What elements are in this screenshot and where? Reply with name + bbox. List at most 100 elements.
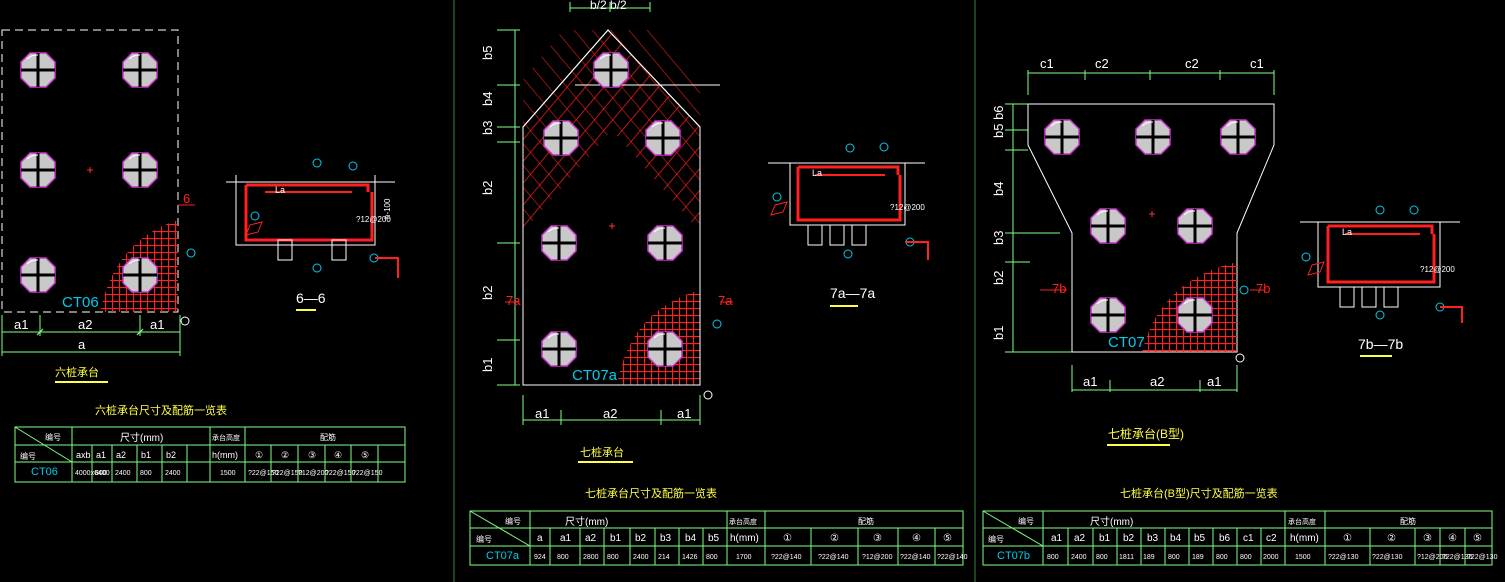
table-header: 尺寸(mm) — [565, 515, 608, 528]
section-title: 7b—7b — [1358, 336, 1403, 352]
table-title: 七桩承台(B型)尺寸及配筋一览表 — [1120, 486, 1278, 500]
table-cell: ?22@140 — [937, 554, 968, 561]
table-header: 承台高度 — [729, 517, 757, 526]
table-ct07a — [469, 510, 964, 566]
dim-4: b1 — [991, 326, 1006, 340]
table-subheader: b1 — [141, 450, 151, 460]
table-cell: 800 — [706, 554, 718, 561]
table-header: 尺寸(mm) — [1090, 515, 1133, 528]
table-cell: 2400 — [165, 470, 181, 477]
table-header: 承台高度 — [1288, 517, 1316, 526]
table-subheader: ① — [783, 533, 792, 544]
table-row-id: CT07a — [486, 550, 520, 562]
table-cell: 2400 — [115, 470, 131, 477]
table-header: 尺寸(mm) — [120, 431, 163, 444]
table-cell: 800 — [1240, 554, 1252, 561]
table-ct06 — [14, 426, 406, 483]
label-la: La — [275, 185, 285, 195]
dim-a: a — [78, 337, 86, 352]
table-header: 配筋 — [320, 432, 336, 442]
table-subheader: ② — [1387, 533, 1396, 544]
table-subheader: ④ — [912, 533, 921, 544]
table-cell: ?22@130 — [1372, 554, 1403, 561]
dim-0: b5 b6 — [991, 105, 1006, 138]
dim-1: a2 — [1150, 374, 1164, 389]
table-cell: 189 — [1143, 554, 1155, 561]
section-title: 6—6 — [296, 290, 326, 306]
table-subheader: ⑤ — [943, 533, 952, 544]
section-mark: 7b — [1256, 281, 1270, 296]
panel-ct07-plan — [1005, 70, 1275, 392]
section-6-6 — [226, 158, 399, 278]
table-header: 承台高度 — [212, 433, 240, 442]
dim-0: a1 — [535, 406, 549, 421]
table-cell: ?22@140 — [818, 554, 849, 561]
table-cell: ?22@150 — [272, 470, 303, 477]
dim-1: b4 — [480, 92, 495, 106]
table-cell: 214 — [658, 554, 670, 561]
table-cell: ?22@130 — [1442, 554, 1473, 561]
table-subheader: ② — [281, 450, 289, 460]
table-row-id: CT06 — [31, 466, 58, 478]
section-title: 7a—7a — [830, 285, 875, 301]
table-subheader: b1 — [610, 533, 622, 544]
table-cell: ?12@200 — [298, 470, 329, 477]
table-cell: ?12@200 — [1417, 554, 1448, 561]
table-header: 编号 — [20, 451, 36, 461]
dim-2: a1 — [677, 406, 691, 421]
label-rebar: ?12@200 — [1420, 265, 1455, 274]
plan-title: 七桩承台(B型) — [1108, 426, 1184, 441]
table-subheader: h(mm) — [212, 450, 238, 460]
table-cell: 2400 — [1071, 554, 1087, 561]
table-cell: 2400 — [633, 554, 649, 561]
table-ct07b — [982, 510, 1493, 566]
table-subheader: ③ — [308, 450, 316, 460]
table-subheader: ④ — [334, 450, 342, 460]
dim-2: a1 — [1207, 374, 1221, 389]
table-cell: 1700 — [736, 554, 752, 561]
table-cell: ?22@140 — [771, 554, 802, 561]
plan-title: 六桩承台 — [55, 365, 99, 379]
table-subheader: a2 — [1074, 533, 1086, 544]
table-cell: 800 — [1216, 554, 1228, 561]
table-subheader: a1 — [560, 533, 572, 544]
dim-0: a1 — [1083, 374, 1097, 389]
section-mark: 7a — [718, 293, 733, 308]
table-cell: ?22@140 — [900, 554, 931, 561]
table-subheader: ④ — [1448, 533, 1457, 544]
table-cell: ?22@130 — [1328, 554, 1359, 561]
table-row-id: CT07b — [997, 550, 1030, 562]
dim-1: b4 — [991, 182, 1006, 196]
label-rebar: ?12@200 — [890, 203, 925, 212]
label-rebar: ?12@200 — [356, 215, 391, 224]
dim-1: a2 — [603, 406, 617, 421]
table-cell: 4000x6400 — [75, 470, 110, 477]
table-subheader: b3 — [1147, 533, 1159, 544]
table-cell: 800 — [95, 470, 107, 477]
section-7b-7b — [1300, 205, 1463, 323]
section-7a-7a — [768, 142, 929, 260]
table-subheader: c1 — [1243, 533, 1254, 544]
dim-a2: a2 — [78, 317, 92, 332]
table-cell: 1500 — [220, 470, 236, 477]
table-subheader: b6 — [1219, 533, 1231, 544]
table-subheader: a2 — [116, 450, 126, 460]
table-subheader: b3 — [660, 533, 672, 544]
table-cell: 2800 — [583, 554, 599, 561]
table-cell: ?12@200 — [862, 554, 893, 561]
dim-0: b5 — [480, 46, 495, 60]
table-cell: 800 — [1047, 554, 1059, 561]
table-header: 编号 — [1018, 516, 1034, 526]
table-subheader: ① — [255, 450, 263, 460]
table-subheader: a2 — [585, 533, 597, 544]
dim-a1: a1 — [14, 317, 28, 332]
table-cell: 924 — [534, 554, 546, 561]
dim-5: b1 — [480, 358, 495, 372]
table-subheader: b2 — [166, 450, 176, 460]
dim-0: c1 — [1040, 56, 1054, 71]
table-cell: 1426 — [682, 554, 698, 561]
label-la: La — [812, 168, 822, 178]
table-subheader: ⑤ — [361, 450, 369, 460]
table-cell: ?22@150 — [325, 470, 356, 477]
